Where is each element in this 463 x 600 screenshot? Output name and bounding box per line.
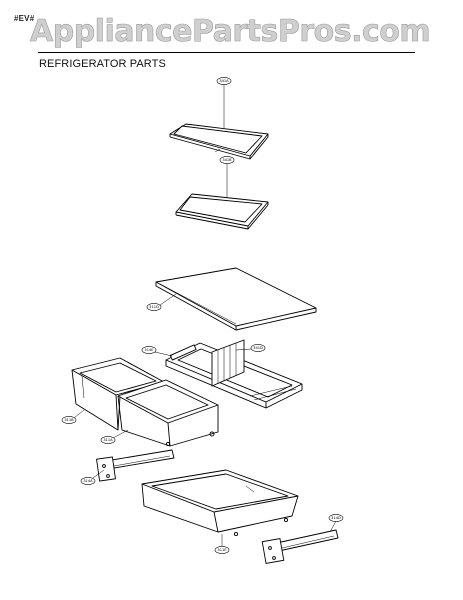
callout-label: 341B (222, 158, 232, 162)
leader-lines (73, 84, 337, 546)
callout-341d[interactable]: 341D (250, 344, 266, 352)
crisper-drawer-left[interactable] (71, 357, 165, 431)
callout-311a[interactable]: 311A (100, 436, 116, 444)
callout-label: 314D (331, 516, 341, 520)
crisper-cover-frame[interactable] (165, 339, 303, 409)
callout-314d[interactable]: 314D (328, 514, 344, 522)
glass-shelf-upper[interactable] (169, 123, 269, 160)
callout-311b[interactable]: 311B (61, 416, 77, 424)
callout-label: 311B (64, 418, 74, 422)
callout-label: 311D (149, 305, 159, 309)
header-divider (38, 52, 415, 53)
crisper-cover-glass[interactable] (155, 267, 317, 331)
callout-314e[interactable]: 314E (141, 346, 157, 354)
callout-311e[interactable]: 311E (214, 546, 230, 554)
diagram-code: #EV# (14, 14, 35, 23)
slide-rail-right[interactable] (261, 529, 339, 564)
callout-341a[interactable]: 341A (216, 77, 232, 85)
site-watermark: AppliancePartsPros.com (30, 14, 431, 50)
crisper-drawer-right[interactable] (117, 379, 219, 447)
slide-rail-left[interactable] (96, 449, 175, 482)
callout-314a[interactable]: 314A (80, 477, 96, 485)
glass-shelf-lower[interactable] (175, 193, 269, 230)
callout-311d[interactable]: 311D (146, 303, 162, 311)
page-title: REFRIGERATOR PARTS (39, 58, 166, 70)
callout-341b[interactable]: 341B (219, 156, 235, 164)
freezer-drawer-tray[interactable] (141, 469, 299, 537)
callout-label: 311A (103, 438, 113, 442)
callout-label: 314E (144, 348, 154, 352)
callout-label: 341D (253, 346, 263, 350)
callout-label: 311E (217, 548, 227, 552)
callout-label: 314A (83, 479, 93, 483)
callout-label: 341A (219, 79, 229, 83)
